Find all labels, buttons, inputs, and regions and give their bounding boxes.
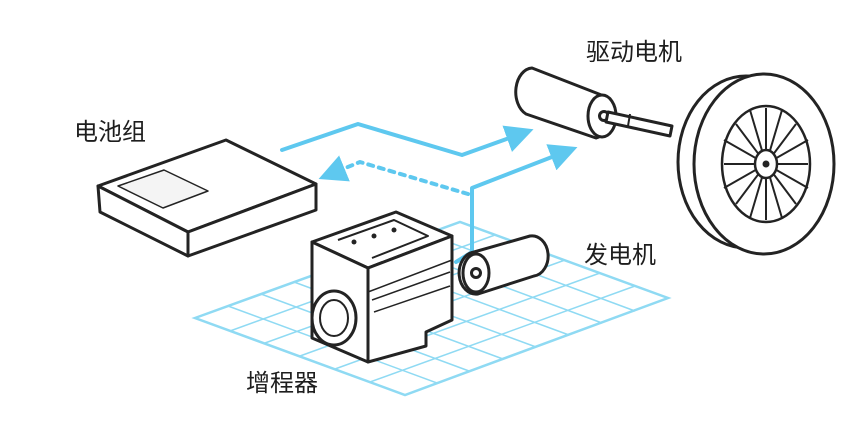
wheel-icon [676,72,836,256]
generator-icon [457,234,550,296]
label-battery-pack: 电池组 [74,118,146,146]
motor-icon [514,66,674,140]
engine-block-icon [310,210,454,364]
engine-bolt-1 [351,239,357,245]
wheel-hub-center [762,160,770,168]
label-drive-motor: 驱动电机 [586,38,682,66]
battery-label-plate [117,169,209,209]
motor-axle [604,110,674,138]
engine-shaft-inner [319,299,349,337]
battery-right-face [186,182,318,258]
flow-battery-to-motor [280,122,534,157]
engine-bolt-2 [371,233,377,239]
motor-axle-ring [627,113,631,127]
battery-pack-icon [96,138,318,258]
engine-top-groove [337,219,429,259]
engine-rib-1 [367,259,453,293]
engine-rib-2 [371,271,451,301]
flow-generator-to-battery [318,155,470,196]
engine-bolt-3 [391,227,397,233]
label-range-extender: 增程器 [246,369,318,397]
generator-shaft [470,267,482,279]
engine-rib-3 [373,285,451,313]
label-generator: 发电机 [584,241,656,269]
